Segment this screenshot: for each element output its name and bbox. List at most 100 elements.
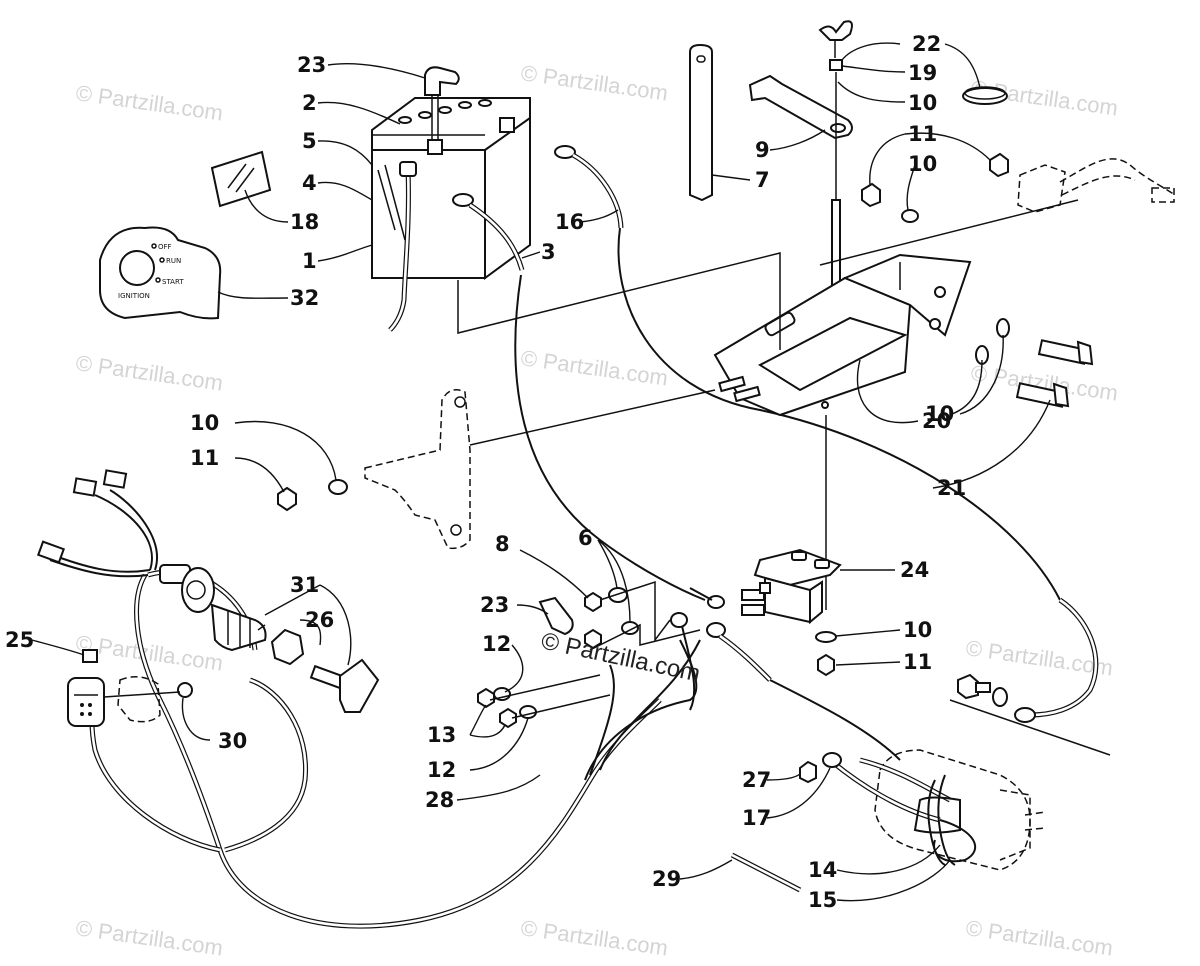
watermark: © Partzilla.com xyxy=(74,350,224,395)
mounting-bolt xyxy=(1037,339,1094,366)
callout-10: 10 xyxy=(908,91,937,115)
heat-shrink-tube xyxy=(730,852,802,893)
terminal-boot-small xyxy=(538,596,574,636)
starter-bolt xyxy=(957,673,1008,707)
callout-4: 4 xyxy=(302,171,317,195)
wing-nut xyxy=(818,20,853,71)
cable-clamp xyxy=(962,86,1008,105)
callout-16: 16 xyxy=(555,210,584,234)
flat-washer xyxy=(901,209,919,223)
watermark: © Partzilla.com xyxy=(964,915,1114,960)
battery-cable-negative xyxy=(452,193,525,271)
ignition-key xyxy=(309,658,380,713)
watermark: © Partzilla.com xyxy=(519,60,669,105)
mounting-bolt xyxy=(1015,382,1070,408)
starter-cable xyxy=(1014,597,1099,723)
callout-10: 10 xyxy=(903,618,932,642)
starter-motor xyxy=(828,749,1046,871)
callout-23: 23 xyxy=(480,593,509,617)
callout-15: 15 xyxy=(808,888,837,912)
callout-14: 14 xyxy=(808,858,837,882)
leader-line xyxy=(949,699,1111,756)
hex-nut xyxy=(817,653,835,677)
starter-solenoid xyxy=(741,548,842,625)
cable-run-to-starter xyxy=(617,227,1061,601)
callout-12: 12 xyxy=(427,758,456,782)
harness-connectors xyxy=(36,469,191,584)
callout-31: 31 xyxy=(290,573,319,597)
cable-run-to-solenoid xyxy=(514,274,706,601)
leader-line xyxy=(469,389,716,446)
callout-25: 25 xyxy=(5,628,34,652)
decal-start-text: START xyxy=(162,278,184,286)
callout-26: 26 xyxy=(305,608,334,632)
callout-20: 20 xyxy=(922,409,951,433)
fuse-mount-dashed xyxy=(117,676,161,723)
hex-nut xyxy=(989,152,1009,178)
battery-cable-positive xyxy=(554,145,624,229)
flat-washer xyxy=(328,479,348,495)
decal-off-text: OFF xyxy=(158,243,172,251)
watermark: © Partzilla.com xyxy=(74,80,224,125)
callout-7: 7 xyxy=(755,168,770,192)
terminal-boot xyxy=(424,66,460,140)
decal-ignition-text: IGNITION xyxy=(118,292,150,300)
callout-32: 32 xyxy=(290,286,319,310)
callout-27: 27 xyxy=(742,768,771,792)
callout-21: 21 xyxy=(937,476,966,500)
battery xyxy=(371,97,531,280)
hex-nut xyxy=(477,687,495,709)
callout-1: 1 xyxy=(302,249,317,273)
starter-lead xyxy=(769,679,901,761)
hex-nut xyxy=(584,628,602,650)
callout-18: 18 xyxy=(290,210,319,234)
wiring-harness xyxy=(49,489,701,929)
hex-nut xyxy=(861,182,881,208)
watermark: © Partzilla.com xyxy=(74,915,224,960)
callout-19: 19 xyxy=(908,61,937,85)
callout-11: 11 xyxy=(908,122,937,146)
callout-8: 8 xyxy=(495,532,510,556)
cable-lug xyxy=(689,587,725,609)
battery-vent-tube xyxy=(388,161,417,332)
leader-line xyxy=(489,674,601,701)
box-studs xyxy=(718,375,761,403)
callout-10: 10 xyxy=(925,402,954,426)
callout-3: 3 xyxy=(541,240,556,264)
callout-23: 23 xyxy=(297,53,326,77)
callout-9: 9 xyxy=(755,138,770,162)
callout-leaders xyxy=(31,42,1051,902)
watermark-center: © Partzilla.com xyxy=(539,627,703,687)
callout-30: 30 xyxy=(218,729,247,753)
connector-block-dashed xyxy=(1017,158,1176,213)
decal-run-text: RUN xyxy=(166,257,181,265)
ignition-decal: OFF RUN START IGNITION xyxy=(99,226,222,320)
callout-10: 10 xyxy=(190,411,219,435)
leader-line xyxy=(819,199,1079,266)
watermark: © Partzilla.com xyxy=(519,915,669,960)
cable-lug xyxy=(670,612,772,711)
callout-6: 6 xyxy=(578,526,593,550)
callout-12: 12 xyxy=(482,632,511,656)
fuse-screw xyxy=(103,682,193,698)
ring-terminal xyxy=(822,752,842,768)
battery-caps xyxy=(398,99,492,124)
battery-box xyxy=(713,253,972,417)
lock-washer xyxy=(608,587,628,603)
hex-nut xyxy=(277,486,297,512)
callout-17: 17 xyxy=(742,806,771,830)
leader-line xyxy=(511,694,611,719)
leader-line xyxy=(589,623,701,651)
callout-11: 11 xyxy=(903,650,932,674)
callout-5: 5 xyxy=(302,129,317,153)
watermark: © Partzilla.com xyxy=(519,345,669,390)
switch-nut xyxy=(270,628,305,666)
leader-line xyxy=(457,252,781,350)
flat-washer xyxy=(996,318,1010,338)
label-decal xyxy=(210,150,272,208)
callout-2: 2 xyxy=(302,91,317,115)
fuse-holder xyxy=(67,677,105,727)
callout-10: 10 xyxy=(908,152,937,176)
flat-washer xyxy=(815,631,837,643)
terminal-nut xyxy=(799,760,817,784)
